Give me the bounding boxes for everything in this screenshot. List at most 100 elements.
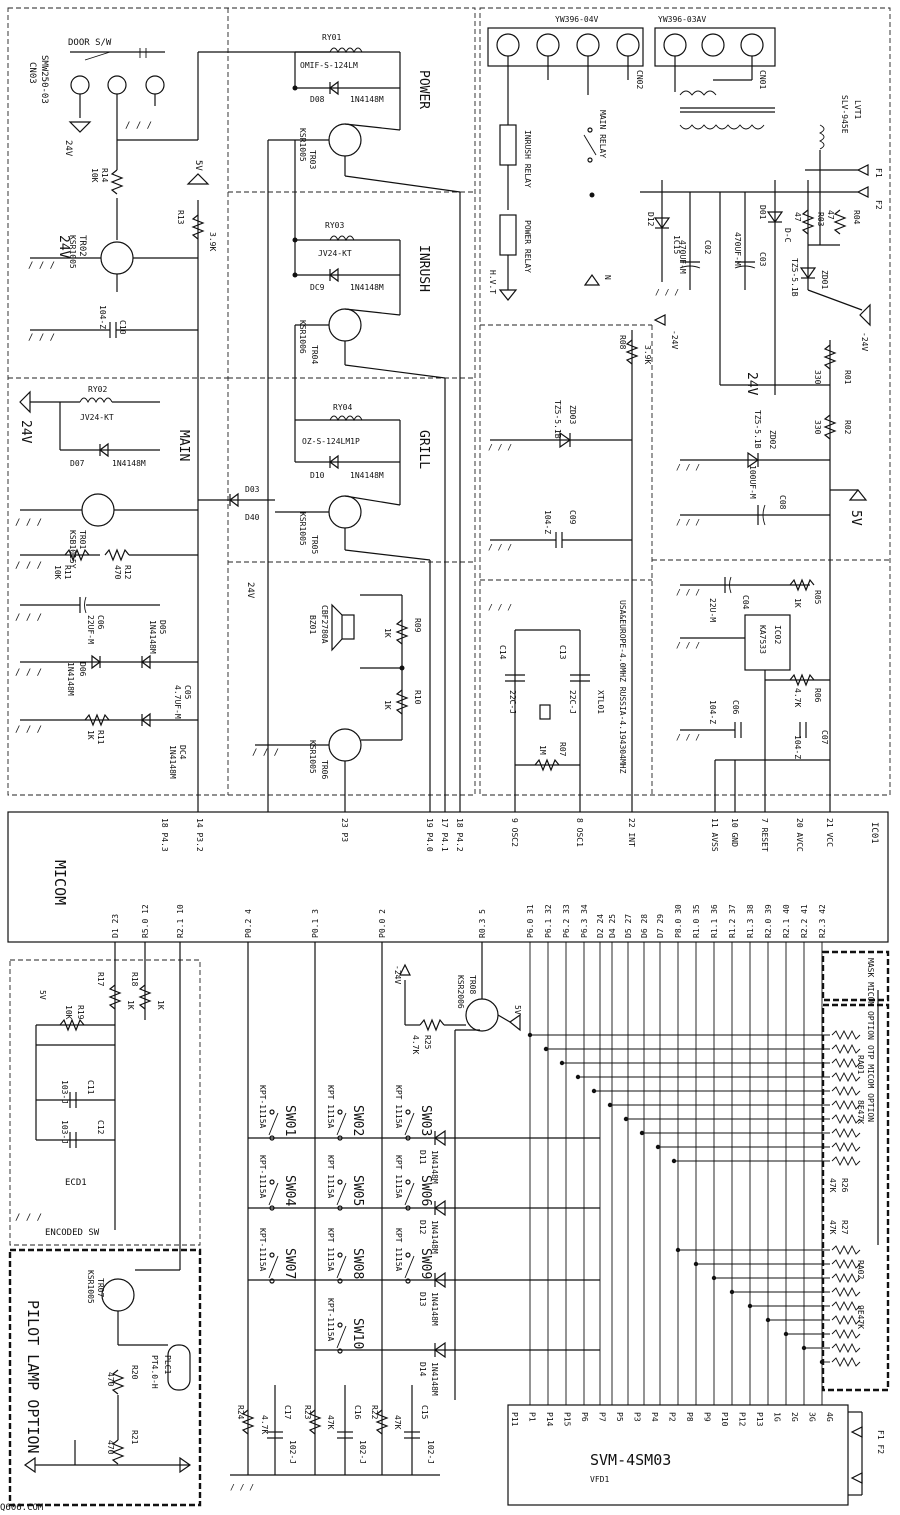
cn02-ref: CN02: [635, 70, 644, 89]
main-relay-section: MAIN 24V RY02 JV24-KT D07 1N4148M / / / …: [15, 385, 198, 580]
r25-val: 4.7K: [411, 1035, 420, 1054]
vfd-pin-label: P2: [668, 1412, 677, 1422]
c08-val: 100UF-M: [748, 465, 757, 499]
vfd-ref: VFD1: [590, 1475, 609, 1484]
ic-bottom-pin-label: D4 25: [608, 914, 617, 938]
r22-ref: R22: [370, 1405, 379, 1420]
c13-ref: C13: [558, 645, 567, 660]
vfd-part: SVM-4SM03: [590, 1451, 671, 1469]
d07-ref: D07: [70, 459, 85, 468]
r06-val: 4.7K: [793, 688, 802, 707]
r21-val: 470: [106, 1440, 115, 1455]
r07-ref: R07: [558, 742, 567, 757]
lvt-part: SLV-945E: [840, 95, 849, 134]
pilot-lamp-section: PILOT LAMP OPTION TR07 KSR1005 PLC1 PT4.…: [23, 942, 192, 1474]
svg-text:/ / /: / / /: [252, 748, 279, 758]
relay-contacts: INRUSH RELAY POWER RELAY H.V.T MAIN RELA…: [488, 95, 612, 301]
r23-ref: R23: [303, 1405, 312, 1420]
d05-ref: D05: [158, 620, 167, 635]
r12-val: 470: [113, 565, 122, 580]
d10-part: 1N4148M: [350, 471, 384, 480]
svg-text:-24V: -24V: [670, 330, 679, 349]
r11-ref: R11: [63, 565, 72, 580]
d09-part: 1N4148M: [350, 283, 384, 292]
r09-ref: R09: [413, 618, 422, 633]
ic-bottom-pin-label: D1 23: [111, 914, 120, 938]
ic-top-pin-label: 9 OSC2: [510, 818, 519, 847]
mask-option-label: MASK MICOM OPTION: [866, 958, 875, 1040]
ic-top-pin-label: 7 RESET: [760, 818, 769, 852]
d11-part: 1N4148M: [430, 1150, 439, 1184]
lower-left-components: C06 22UF-M / / / D06 1N4148M D05 1N4148M…: [15, 596, 198, 779]
r05-ref: R05: [813, 590, 822, 605]
c11-ref: C11: [86, 1080, 95, 1095]
svg-text:/ / /: / / /: [15, 561, 42, 571]
ic-bottom-pin-label: D2 24: [596, 914, 605, 938]
ic-bottom-pin-label: P6.0 31: [526, 904, 535, 938]
c03-ref: C03: [758, 252, 767, 267]
r01-val: 330: [813, 370, 822, 385]
r11b-val: 1K: [86, 730, 95, 740]
reset-section: C04 22U-M R05 1K IC02 KA7533 R06 4.7K C0…: [676, 576, 830, 812]
ry04-part: OZ-S-124LM1P: [302, 437, 360, 446]
r27-ref: R27: [840, 1220, 849, 1235]
r08-ref: R08: [618, 335, 627, 350]
r04-val: 47: [826, 210, 835, 220]
svg-text:/ / /: / / /: [488, 443, 512, 452]
switch-label: SW08: [350, 1248, 365, 1279]
zd02-part: TZ5-5.1B: [753, 410, 762, 449]
svg-text:/ / /: / / /: [488, 543, 512, 552]
svg-text:/ / /: / / /: [230, 1483, 254, 1492]
r23-val: 47K: [326, 1415, 335, 1430]
svg-text:/ / /: / / /: [655, 288, 679, 297]
r13-ref: R13: [176, 210, 185, 225]
inrush-relay-section: INRUSH RY03 JV24-KT DC9 1N4148M TR04 KSR…: [292, 140, 431, 365]
zd03-ref: ZD03: [568, 405, 577, 424]
tr03-ref: TR03: [308, 150, 317, 169]
r18-ref: R18: [130, 972, 139, 987]
ic-bottom-pin-label: R1.2 37: [728, 904, 737, 938]
tr02-part: KSR1005: [68, 235, 77, 269]
r05-val: 1K: [793, 598, 802, 608]
switch-label: SW03: [418, 1105, 433, 1136]
ic-top-pin-label: 21 VCC: [825, 818, 834, 847]
signal-wires: [344, 175, 461, 812]
power-supply-section: D12 1C15 C02 470UF-M D01 D-C C03 470UF-M…: [646, 180, 871, 395]
c13-val: 22C-J: [568, 690, 577, 714]
ic-bottom-pin-label: P6.1 32: [544, 904, 553, 938]
switch-label: SW09: [418, 1248, 433, 1279]
svg-text:24V: 24V: [245, 582, 255, 599]
ic-top-pin-label: 17 P4.1: [440, 818, 449, 852]
switch-part: KPT 1115A: [326, 1085, 335, 1129]
d14-part: 1N4148M: [430, 1362, 439, 1396]
ecd-ref: ECD1: [65, 1178, 87, 1188]
cn03-label: CN03: [27, 62, 37, 84]
cn03-part: SMW250-03: [39, 55, 49, 104]
cn01-ref: CN01: [758, 70, 767, 89]
d12-ref: D12: [646, 212, 655, 227]
r21-ref: R21: [130, 1430, 139, 1445]
d07-part: 1N4148M: [112, 459, 146, 468]
d01-ref: D01: [758, 205, 767, 220]
ic-bottom-pin-label: R2.0 39: [764, 904, 773, 938]
c16-val: 102-J: [358, 1440, 367, 1464]
ry01-ref: RY01: [322, 33, 341, 42]
c10-ref: C10: [118, 320, 127, 335]
ecd-note: ENCODED SW: [45, 1228, 100, 1238]
svg-text:5V: 5V: [513, 1005, 522, 1015]
vfd-pin-label: P5: [615, 1412, 624, 1422]
ra02-ref: RA02: [856, 1260, 865, 1279]
d05-part: 1N4148M: [148, 620, 157, 654]
switch-label: SW05: [350, 1175, 365, 1206]
d12-v: 1C15: [672, 235, 681, 254]
c04-ref: C04: [741, 595, 750, 610]
switch-label: SW07: [282, 1248, 297, 1279]
svg-text:/ / /: / / /: [488, 603, 512, 612]
vfd-pin-label: 3G: [808, 1412, 817, 1422]
tr04-ref: TR04: [310, 345, 319, 364]
